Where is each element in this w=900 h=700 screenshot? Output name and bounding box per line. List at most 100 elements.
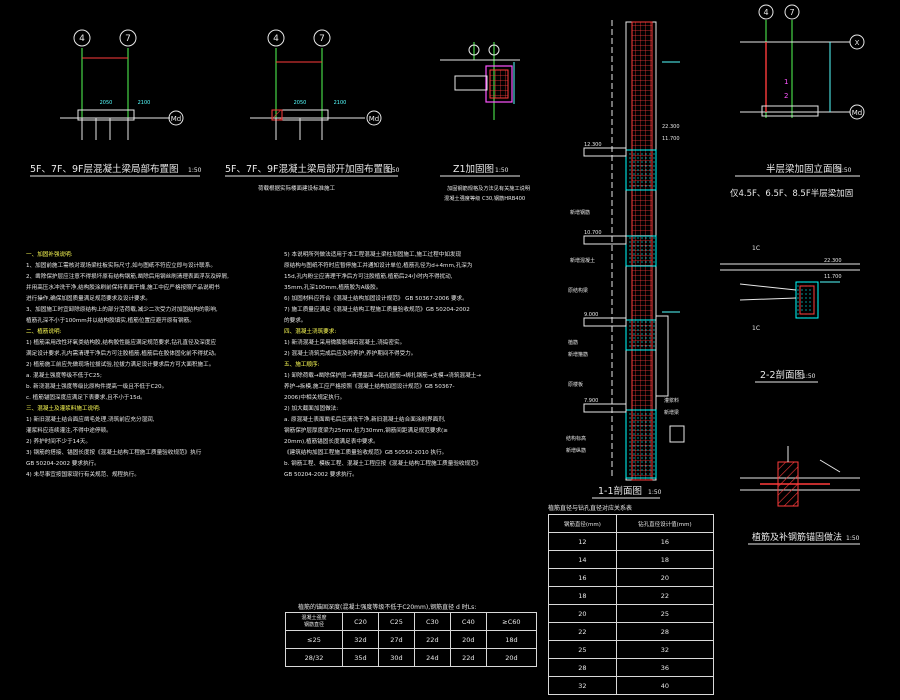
slab-left (583, 403, 627, 413)
leader-line (739, 297, 797, 301)
slab-outline (77, 109, 135, 121)
table-cell: 28 (615, 622, 715, 641)
detail-title: 5F、7F、9F混凝土梁局部开加固布置图 (225, 163, 393, 175)
note-line: 35mm,孔深100mm,植筋胶为A级胶。 (284, 285, 382, 291)
table-cell: 32 (615, 640, 715, 659)
axis-bubble-x (849, 34, 865, 50)
table-cell: 22d (413, 630, 451, 649)
table-cell: 24d (413, 648, 451, 667)
detail-note: 混凝土强度等级 C30,钢筋HRB400 (444, 194, 525, 202)
level-label: 7.900 (584, 398, 598, 404)
note-line: 灌浆料应连续灌注,不得中途停顿。 (26, 428, 112, 434)
slab-left (583, 317, 627, 327)
axis-label-7: 7 (789, 8, 794, 17)
section-tag: 灌浆料 (664, 397, 679, 404)
column-outline (485, 65, 513, 103)
table-cell: 18 (548, 586, 617, 605)
table-cell: 36 (615, 658, 715, 677)
detail-scale: 1:50 (188, 167, 202, 174)
section-label-1c: 1C (752, 325, 760, 332)
axis-label-md: Md (852, 109, 862, 117)
new-concrete (625, 319, 657, 351)
detail-5f-beam-layout: 4 7 Md 2050 2100 5F、7F、9F层混凝土梁局部布置图 1:50 (30, 29, 202, 177)
axis-label-md: Md (369, 115, 379, 123)
axis-label-7: 7 (319, 34, 325, 44)
table-drill-title: 植筋直径与钻孔直径对应关系表 (548, 505, 633, 512)
note-line: 1、加固前施工需核对现场梁柱板实际尺寸,如与图纸不符应立即与设计联系。 (26, 263, 216, 269)
level-label: 10.700 (584, 230, 602, 236)
column-rebar (489, 69, 509, 99)
detail-scale: 1:50 (648, 489, 662, 496)
note-line: 2006)中相关规定执行。 (284, 395, 346, 401)
leader-line (819, 459, 841, 473)
note-heading: 二、植筋说明: (26, 329, 62, 335)
detail-title: Z1加固图 (453, 164, 494, 175)
note-line: 2) 植筋施工前应先做现场拉拔试验,拉拔力满足设计要求后方可大面积施工。 (26, 362, 215, 368)
table-cell: 18d (485, 630, 538, 649)
dimension-text: 2050 (294, 100, 307, 106)
table-cell: 30d (377, 648, 415, 667)
axis-label-4: 4 (763, 8, 768, 17)
table-cell: 35d (342, 648, 379, 667)
section-tag: 新增纵筋 (566, 447, 586, 454)
note-line: 5) 本说明所列做法适用于本工程混凝土梁柱加固施工,施工过程中如发现 (284, 252, 462, 258)
note-line: 的要求。 (284, 318, 307, 324)
section-label-1c: 1C (752, 245, 760, 252)
table-cell: 25 (615, 604, 715, 623)
table-cell: 14 (548, 550, 617, 569)
detail-title: 2-2剖面图 (760, 369, 804, 381)
table-cell: 20d (449, 630, 487, 649)
note-line: b. 新浇混凝土强度等级比原构件提高一级且不低于C20。 (26, 384, 168, 390)
note-line: GB 50204-2002 要求执行。 (284, 472, 358, 478)
axis-label-4: 4 (273, 34, 279, 44)
axis-bubble-4 (758, 4, 774, 20)
axis-bubble-4 (73, 29, 91, 47)
detail-scale: 1:50 (386, 167, 400, 174)
note-line: a. 原混凝土表面凿毛后应清洗干净,新旧混凝土结合面涂刷界面剂, (284, 417, 446, 423)
table-cell: 20 (548, 604, 617, 623)
section-tag: 原楼板 (568, 381, 583, 388)
section-1-1: 12.300 10.700 9.000 7.900 22.300 11.700 … (566, 20, 685, 499)
detail-caption: 荷载根据实际楼面建设标准施工 (258, 184, 336, 192)
tag-box (669, 425, 685, 443)
table-cell: 40 (615, 676, 715, 695)
section-tag: 原结构梁 (568, 287, 588, 294)
axis-bubble-md (168, 110, 184, 126)
detail-note: 加固钢筋规格及方法见有关施工说明 (447, 184, 530, 192)
table-cell: 18 (615, 550, 715, 569)
corner-bottom: 钢筋直径 (303, 621, 324, 628)
detail-scale: 1:50 (838, 167, 852, 174)
table-cell: 20 (615, 568, 715, 587)
note-line: 钢筋保护层厚度梁为25mm,柱为30mm,钢筋间距满足规范要求(≥ (284, 428, 448, 434)
table-anchor-title: 植筋的锚固深度(混凝土强度等级不低于C20mm),钢筋直径 d 时Ls: (298, 604, 477, 611)
dimension-text: 2050 (100, 100, 113, 106)
axis-bubble-7 (784, 4, 800, 20)
note-line: 1) 新浇混凝土采用微膨胀细石混凝土,浇捣密实。 (284, 340, 406, 346)
axis-bubble-md (366, 110, 382, 126)
table-cell: 16 (615, 532, 715, 551)
note-line: 2) 加大截面加固做法: (284, 406, 339, 412)
note-line: 2) 养护时间不少于14天。 (26, 439, 91, 445)
axis-bubble-md (849, 104, 865, 120)
notes-mid: 5) 本说明所列做法适用于本工程混凝土梁柱加固施工,施工过程中如发现 原结构与图… (284, 250, 534, 481)
detail-title: 植筋及补钢筋锚固做法 (752, 531, 842, 543)
note-line: a. 混凝土强度等级不低于C25; (26, 373, 102, 379)
axis-bubble-7 (119, 29, 137, 47)
table-cell: 32 (548, 676, 617, 695)
axis-bubble-7 (313, 29, 331, 47)
table-cell: 22d (449, 648, 487, 667)
level-label: 9.000 (584, 312, 598, 318)
new-concrete (625, 409, 657, 479)
note-line: 3) 钢筋的搭接、锚固长度按《混凝土结构工程施工质量验收规范》执行 (26, 450, 202, 456)
note-line: 进行操作,确保加固质量满足规范要求及设计要求。 (26, 296, 151, 302)
beam-right (655, 315, 669, 397)
